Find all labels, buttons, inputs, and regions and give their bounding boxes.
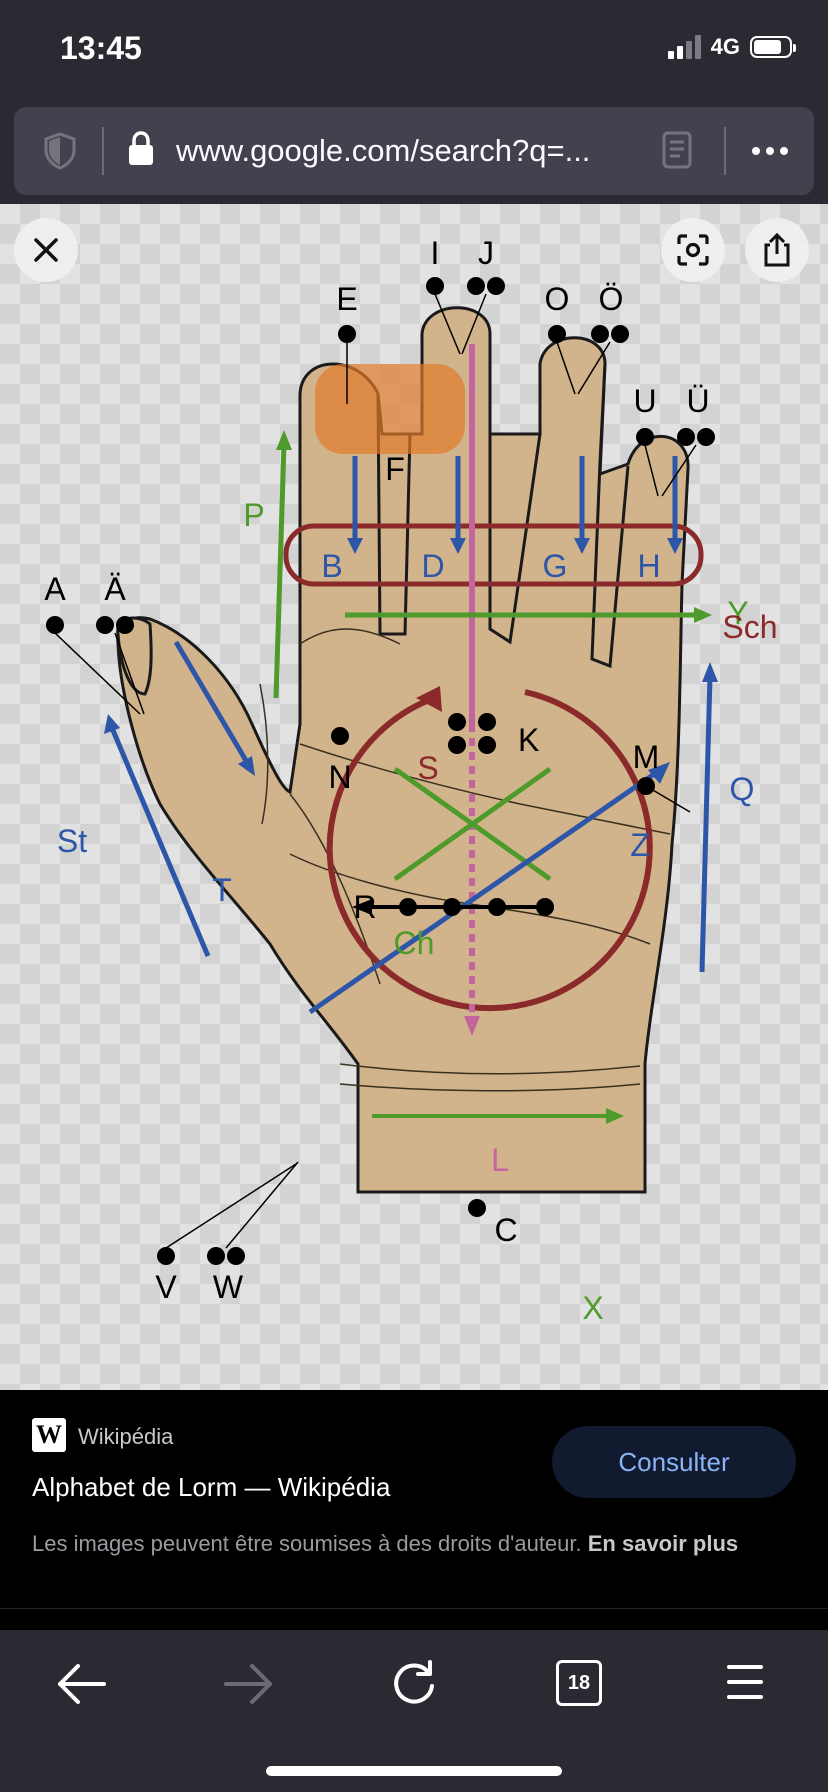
letter-y: Y (727, 595, 748, 631)
letter-w: W (213, 1269, 244, 1305)
menu-icon[interactable] (726, 1662, 764, 1702)
more-options-icon[interactable] (752, 147, 788, 155)
letter-a: A (44, 571, 66, 607)
letter-x: X (582, 1290, 603, 1326)
letter-sch: Sch (722, 609, 777, 645)
letter-u: U (633, 383, 656, 419)
letter-ch: Ch (394, 925, 435, 961)
bottom-toolbar: 18 (0, 1630, 828, 1792)
status-icons: 4G (667, 34, 796, 60)
letter-r: R (353, 889, 376, 925)
address-bar[interactable]: www.google.com/search?q=... (14, 107, 814, 195)
letter-j: J (478, 235, 494, 271)
letter-c: C (494, 1212, 517, 1248)
learn-more-link[interactable]: En savoir plus (587, 1531, 739, 1556)
lens-icon (677, 234, 709, 266)
network-type: 4G (710, 34, 740, 59)
urlbar-divider (724, 127, 726, 175)
lorm-hand-diagram: E I J O Ö U Ü A Ä F N M K R C V W B D G … (44, 235, 777, 1326)
sch-ring (283, 523, 704, 587)
letter-n: N (328, 759, 351, 795)
letter-v: V (155, 1269, 177, 1305)
letter-f: F (385, 451, 405, 487)
image-result-info: W Wikipédia Alphabet de Lorm — Wikipédia… (0, 1390, 828, 1630)
lens-search-button[interactable] (661, 218, 725, 282)
letter-k: K (518, 722, 539, 758)
letter-m: M (633, 739, 660, 775)
urlbar-divider (102, 127, 104, 175)
share-button[interactable] (745, 218, 809, 282)
share-icon (764, 232, 790, 267)
close-icon (34, 238, 58, 262)
letter-f-highlight (315, 364, 465, 454)
image-viewer: E I J O Ö U Ü A Ä F N M K R C V W B D G … (0, 204, 828, 1390)
home-indicator (266, 1766, 562, 1776)
forward-icon[interactable] (222, 1662, 274, 1706)
letter-z: Z (630, 827, 650, 863)
letter-d: D (421, 548, 444, 584)
divider (0, 1608, 828, 1609)
letter-h: H (637, 548, 660, 584)
letter-p: P (243, 497, 264, 533)
browser-header: www.google.com/search?q=... (0, 100, 828, 204)
result-source[interactable]: Wikipédia (78, 1424, 174, 1449)
consult-button[interactable]: Consulter (552, 1426, 796, 1498)
letter-u-umlaut: Ü (686, 383, 709, 419)
close-viewer-button[interactable] (14, 218, 78, 282)
letter-e: E (336, 281, 357, 317)
letter-b: B (321, 548, 342, 584)
signal-icon (667, 35, 701, 59)
tabs-button[interactable]: 18 (556, 1660, 602, 1706)
lock-icon (129, 131, 153, 165)
letter-t: T (212, 872, 232, 908)
back-icon[interactable] (56, 1662, 108, 1706)
url-text[interactable]: www.google.com/search?q=... (176, 133, 591, 168)
tracking-protection-shield-icon[interactable] (42, 131, 78, 171)
letter-s: S (417, 750, 438, 786)
letter-q: Q (730, 771, 755, 807)
letter-o: O (545, 281, 570, 317)
status-bar: 13:45 4G (0, 0, 828, 100)
letter-st: St (57, 823, 87, 859)
result-title[interactable]: Alphabet de Lorm — Wikipédia (32, 1472, 391, 1502)
reader-view-icon[interactable] (662, 131, 692, 169)
battery-icon (750, 36, 796, 58)
letter-a-umlaut: Ä (104, 571, 126, 607)
wikipedia-logo-icon: W (32, 1418, 66, 1452)
letter-i: I (431, 235, 440, 271)
letter-o-umlaut: Ö (599, 281, 624, 317)
letter-l: L (491, 1142, 509, 1178)
copyright-text: Les images peuvent être soumises à des d… (32, 1531, 582, 1556)
reload-icon[interactable] (390, 1658, 438, 1706)
status-time: 13:45 (60, 30, 142, 66)
copyright-notice: Les images peuvent être soumises à des d… (32, 1528, 802, 1560)
letter-g: G (543, 548, 568, 584)
